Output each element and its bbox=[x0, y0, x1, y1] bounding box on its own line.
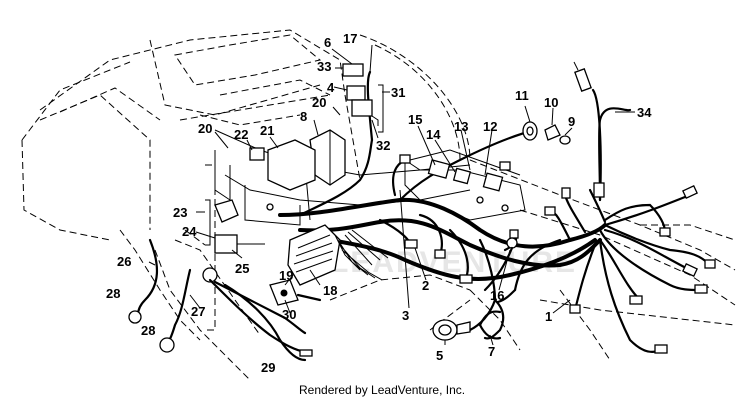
callout-31: 31 bbox=[391, 85, 405, 100]
callout-2: 2 bbox=[422, 278, 429, 293]
cables-left bbox=[128, 238, 313, 362]
callout-21: 21 bbox=[260, 123, 274, 138]
callout-13: 13 bbox=[454, 119, 468, 134]
module-21 bbox=[267, 139, 316, 191]
connectors bbox=[399, 154, 716, 354]
bracket-19-30 bbox=[269, 279, 322, 306]
connector-22 bbox=[249, 147, 265, 161]
callout-16: 16 bbox=[490, 288, 504, 303]
callout-20-left: 20 bbox=[198, 121, 212, 136]
relay-group-top bbox=[342, 63, 379, 126]
callout-24: 24 bbox=[182, 224, 197, 239]
callout-12: 12 bbox=[483, 119, 497, 134]
callout-9: 9 bbox=[568, 114, 575, 129]
callout-18: 18 bbox=[323, 283, 337, 298]
callout-14: 14 bbox=[426, 127, 441, 142]
callout-11: 11 bbox=[515, 88, 529, 103]
mounting-frame bbox=[214, 129, 526, 226]
callout-27: 27 bbox=[191, 304, 205, 319]
relay-group-left bbox=[214, 199, 274, 254]
part-16-ring bbox=[483, 237, 518, 292]
callout-33: 33 bbox=[317, 59, 331, 74]
callout-8: 8 bbox=[300, 109, 307, 124]
callout-5: 5 bbox=[436, 348, 443, 363]
callout-26: 26 bbox=[117, 254, 131, 269]
callout-labels: 1 2 3 4 5 6 7 8 9 10 11 12 13 14 15 16 1… bbox=[106, 31, 652, 375]
callout-20-top: 20 bbox=[312, 95, 326, 110]
relay-tray-parts bbox=[427, 159, 511, 212]
callout-7: 7 bbox=[488, 344, 495, 359]
grommet-parts bbox=[522, 121, 571, 145]
callout-15: 15 bbox=[408, 112, 422, 127]
callout-23: 23 bbox=[173, 205, 187, 220]
sensor-34 bbox=[573, 61, 592, 92]
callout-22: 22 bbox=[234, 127, 248, 142]
vehicle-body-outline bbox=[21, 29, 736, 381]
callout-19: 19 bbox=[279, 268, 293, 283]
callout-32: 32 bbox=[376, 138, 390, 153]
callout-28-bottom: 28 bbox=[141, 323, 155, 338]
leader-lines bbox=[148, 44, 635, 346]
callout-29: 29 bbox=[261, 360, 275, 375]
callout-28-top: 28 bbox=[106, 286, 120, 301]
callout-10: 10 bbox=[544, 95, 558, 110]
callout-4: 4 bbox=[327, 80, 335, 95]
render-credit: Rendered by LeadVenture, Inc. bbox=[299, 383, 465, 397]
callout-3: 3 bbox=[402, 308, 409, 323]
callout-34: 34 bbox=[637, 105, 652, 120]
callout-6: 6 bbox=[324, 35, 331, 50]
callout-30: 30 bbox=[282, 307, 296, 322]
callout-1: 1 bbox=[545, 309, 552, 324]
fuse-block-18 bbox=[287, 224, 389, 286]
callout-25: 25 bbox=[235, 261, 249, 276]
callout-17: 17 bbox=[343, 31, 357, 46]
